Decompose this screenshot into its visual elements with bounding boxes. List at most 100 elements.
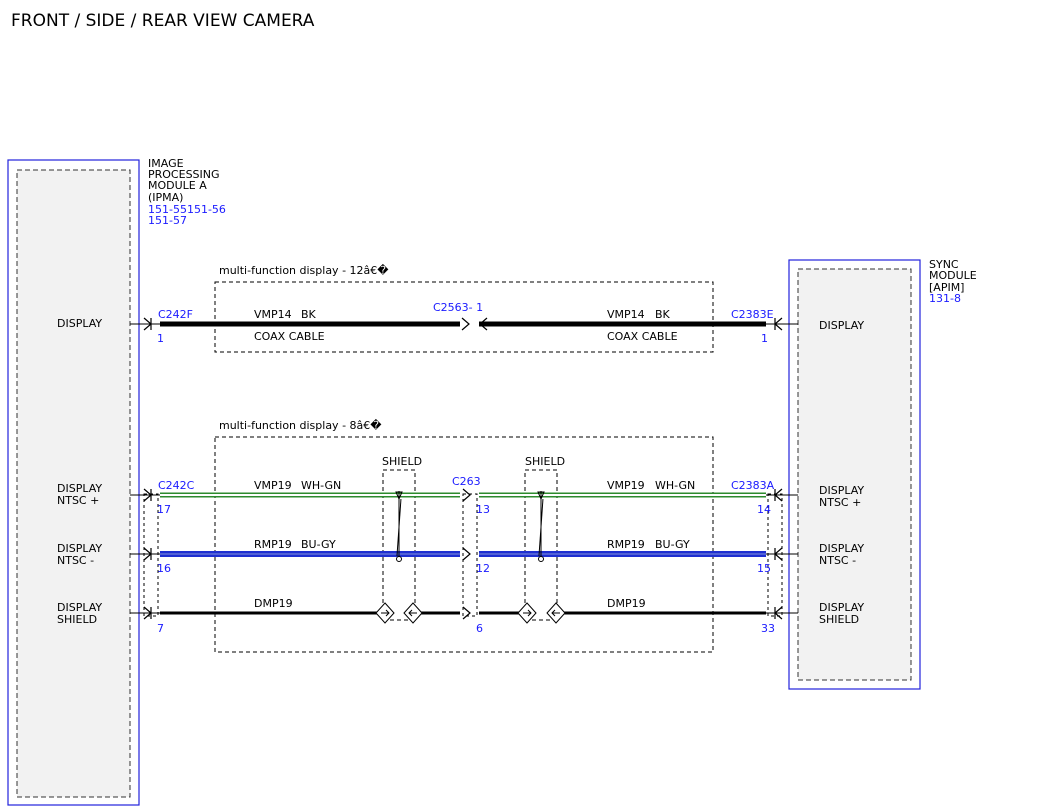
shield-drain-icon (517, 602, 566, 624)
pin-label-line: DISPLAY (819, 601, 864, 614)
connector-c263-outline (462, 493, 478, 617)
connector-c242f[interactable]: C242F (158, 308, 193, 321)
connector-arrow-icon (462, 547, 471, 561)
ipma-name-line: IMAGE (148, 157, 184, 170)
ipma-ref-link[interactable]: 151-55151-56 (148, 203, 226, 216)
shield-box (524, 469, 558, 621)
ipma-name-line: PROCESSING (148, 168, 220, 181)
twist-mark (395, 491, 403, 501)
ipma-pin-ntsc-minus: DISPLAY NTSC - (57, 542, 106, 567)
pin-label-line: DISPLAY (57, 601, 102, 614)
sync-name-line: MODULE (929, 269, 977, 282)
connector-arrow-icon (462, 606, 471, 620)
connector-c2563[interactable]: C2563- 1 (433, 301, 483, 314)
drain-arrow (551, 609, 560, 617)
harness-bottom-box (214, 436, 714, 653)
ipma-ref-link[interactable]: 151-57 (148, 214, 187, 227)
pin-number: 16 (157, 562, 171, 575)
wire-note-label: COAX CABLE (254, 330, 325, 343)
wire-color-label: WH-GN (301, 479, 341, 492)
sync-name-line: SYNC (929, 258, 959, 271)
wire-circuit-label: VMP19 (607, 479, 645, 492)
sync-module: SYNC MODULE [APIM] 131-8 DISPLAY DISPLAY… (788, 258, 980, 690)
pin-label-line: NTSC - (57, 554, 94, 567)
connector-c263-arrows (462, 488, 471, 620)
pin-label-line: NTSC + (819, 496, 861, 509)
ipma-module-name: IMAGE PROCESSING MODULE A (IPMA) (148, 157, 223, 204)
sync-pin-ntsc-minus: DISPLAY NTSC - (819, 542, 868, 567)
twist-dot (396, 556, 402, 562)
pin-number: 1 (761, 332, 768, 345)
pin-label-line: DISPLAY (819, 542, 864, 555)
page-title: FRONT / SIDE / REAR VIEW CAMERA (11, 11, 315, 31)
shield-label: SHIELD (382, 455, 422, 468)
ipma-pin-shield: DISPLAY SHIELD (57, 601, 106, 626)
sync-ref-link[interactable]: 131-8 (929, 292, 961, 305)
wire-color-label: BU-GY (655, 538, 690, 551)
shield-box (382, 469, 416, 621)
sync-pin-ntsc-plus: DISPLAY NTSC + (819, 484, 868, 509)
harness-top-label: multi-function display - 12â€� (219, 264, 389, 277)
connector-arrow-icon (461, 317, 470, 331)
ipma-module-body (16, 169, 131, 798)
wire-circuit-label: DMP19 (607, 597, 646, 610)
ipma-module-refs: 151-55151-56 151-57 (148, 203, 229, 227)
sync-name-line: [APIM] (929, 281, 964, 294)
pin-number: 33 (761, 622, 775, 635)
sync-pin-display: DISPLAY (819, 319, 864, 332)
connector-arrow-icon (479, 317, 488, 331)
harness-top-box (214, 281, 714, 353)
wire-circuit-label: DMP19 (254, 597, 293, 610)
connector-c2383e[interactable]: C2383E (731, 308, 774, 321)
twist-line (396, 499, 402, 556)
connector-arrow-icon (462, 488, 471, 502)
shield-label: SHIELD (525, 455, 565, 468)
wire-circuit-label: VMP19 (254, 479, 292, 492)
pin-number: 1 (157, 332, 164, 345)
wire-circuit-label: RMP19 (254, 538, 292, 551)
pin-label-line: SHIELD (57, 613, 97, 626)
twisted-pair-icon (537, 491, 545, 562)
connector-c242c-arrows (143, 488, 152, 620)
wire-note-label: COAX CABLE (607, 330, 678, 343)
wire-color-label: WH-GN (655, 479, 695, 492)
pin-label-line: SHIELD (819, 613, 859, 626)
ipma-pin-ntsc-plus: DISPLAY NTSC + (57, 482, 106, 507)
twist-mark (537, 491, 545, 501)
connector-c263[interactable]: C263 (452, 475, 481, 488)
connector-c2383a-arrows (774, 488, 783, 620)
pin-label-line: DISPLAY (819, 484, 864, 497)
wire-color-label: BK (655, 308, 671, 321)
pin-label-line: NTSC - (819, 554, 856, 567)
pin-number: 15 (757, 562, 771, 575)
drain-arrow (523, 609, 532, 617)
pin-number: 12 (476, 562, 490, 575)
sync-pin-shield: DISPLAY SHIELD (819, 601, 868, 626)
harness-bottom-label: multi-function display - 8â€� (219, 419, 382, 432)
drain-arrow (408, 609, 417, 617)
pin-label-line: DISPLAY (57, 542, 102, 555)
pin-label-line: NTSC + (57, 494, 99, 507)
twist-line (538, 499, 544, 556)
wire-color-label: BU-GY (301, 538, 336, 551)
connector-c2383a[interactable]: C2383A (731, 479, 775, 492)
ipma-pin-display: DISPLAY (57, 317, 102, 330)
wire-circuit-label: VMP14 (607, 308, 645, 321)
pin-number: 17 (157, 503, 171, 516)
sync-module-name: SYNC MODULE [APIM] (929, 258, 980, 294)
shield-drain-icon (375, 602, 423, 624)
twist-dot (538, 556, 544, 562)
ipma-module: IMAGE PROCESSING MODULE A (IPMA) 151-551… (7, 157, 229, 806)
pin-number: 7 (157, 622, 164, 635)
wire-circuit-label: RMP19 (607, 538, 645, 551)
drain-arrow (381, 609, 390, 617)
ipma-name-line: (IPMA) (148, 191, 183, 204)
connector-c242c[interactable]: C242C (158, 479, 195, 492)
twisted-pair-icon (395, 491, 403, 562)
sync-module-body (797, 268, 912, 681)
pin-number: 14 (757, 503, 771, 516)
pin-number: 6 (476, 622, 483, 635)
harness-top: multi-function display - 12â€� C242F C25… (130, 264, 798, 353)
pin-number: 13 (476, 503, 490, 516)
